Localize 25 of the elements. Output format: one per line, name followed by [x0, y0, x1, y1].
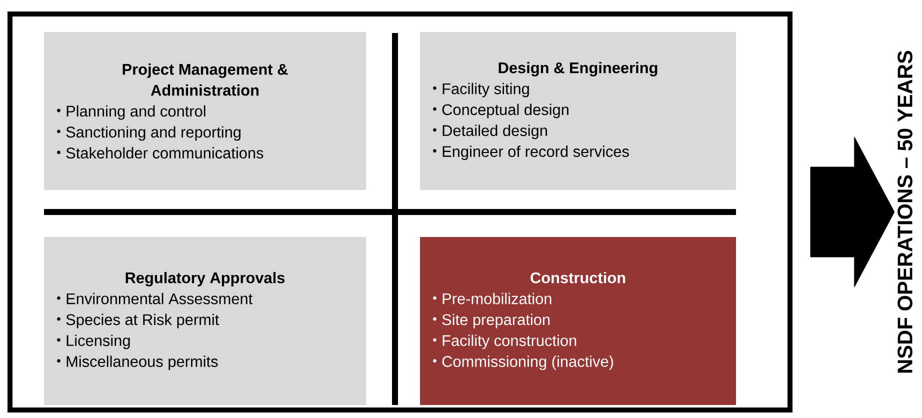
category-box: [420, 32, 736, 190]
construction-box: [420, 237, 736, 405]
bullet-item: Species at Risk permit: [57, 314, 220, 328]
bullet-item: Facility construction: [433, 334, 576, 350]
heading: Regulatory Approvals: [126, 272, 285, 286]
bullet-item: Conceptual design: [433, 104, 568, 118]
category-box: [44, 32, 366, 190]
bullet-item: Commissioning (inactive): [433, 356, 614, 370]
vertical-label: NSDF OPERATIONS – 50 YEARS: [898, 50, 912, 373]
bullet-item: Stakeholder communications: [57, 147, 264, 159]
heading: Project Management & Administration: [122, 64, 288, 96]
block-arrow: [810, 136, 895, 288]
heading: Design & Engineering: [498, 62, 658, 76]
bullet-item: Sanctioning and reporting: [57, 126, 240, 141]
bullet-item: Licensing: [57, 334, 130, 350]
bullet-item: Facility siting: [433, 82, 529, 98]
bullet-item: Detailed design: [433, 124, 547, 140]
heading: Construction: [530, 272, 626, 284]
bullet-item: Pre-mobilization: [433, 292, 552, 304]
bullet-item: Planning and control: [57, 105, 206, 120]
bullet-item: Environmental Assessment: [57, 292, 252, 304]
bullet-item: Engineer of record services: [433, 146, 629, 160]
category-box: [44, 237, 366, 405]
bullet-item: Site preparation: [433, 314, 550, 328]
bullet-item: Miscellaneous permits: [57, 356, 218, 370]
